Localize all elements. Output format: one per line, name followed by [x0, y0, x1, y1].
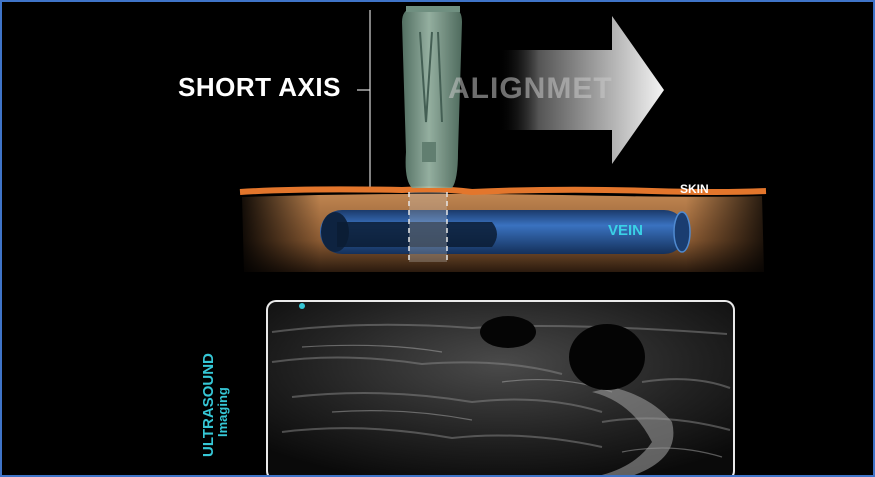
- beam-window: [409, 192, 447, 264]
- skin-label: SKIN: [680, 182, 709, 196]
- short-axis-label: SHORT AXIS: [178, 72, 341, 103]
- vein-label: VEIN: [608, 222, 643, 239]
- alignment-label: ALIGNMET: [448, 72, 613, 106]
- ultrasound-image: [266, 300, 735, 477]
- ultrasound-label-line2: Imaging: [216, 353, 230, 457]
- ultrasound-imaging-label: ULTRASOUND Imaging: [202, 353, 230, 457]
- ultrasound-label-line1: ULTRASOUND: [202, 353, 216, 457]
